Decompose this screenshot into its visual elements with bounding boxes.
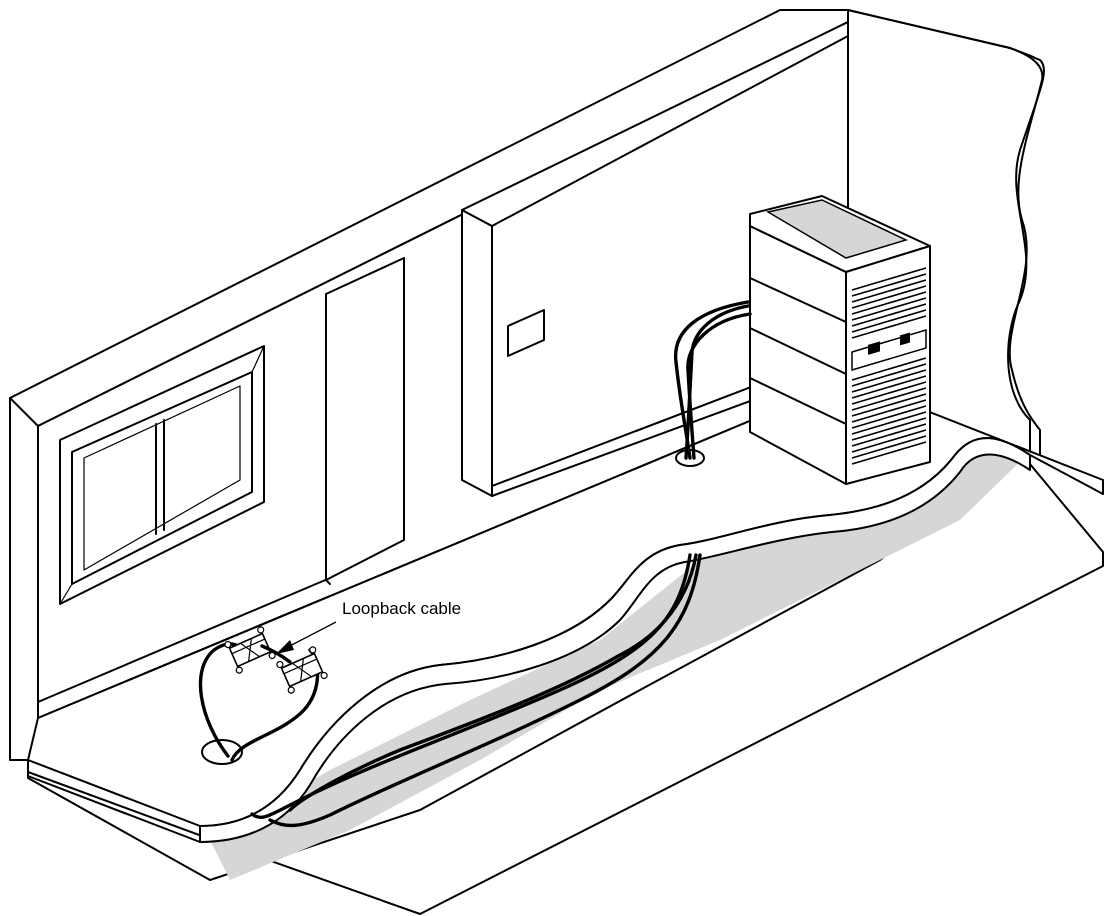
door [326,258,404,584]
loopback-cable-label: Loopback cable [342,599,461,618]
system-cabinet [750,196,930,484]
